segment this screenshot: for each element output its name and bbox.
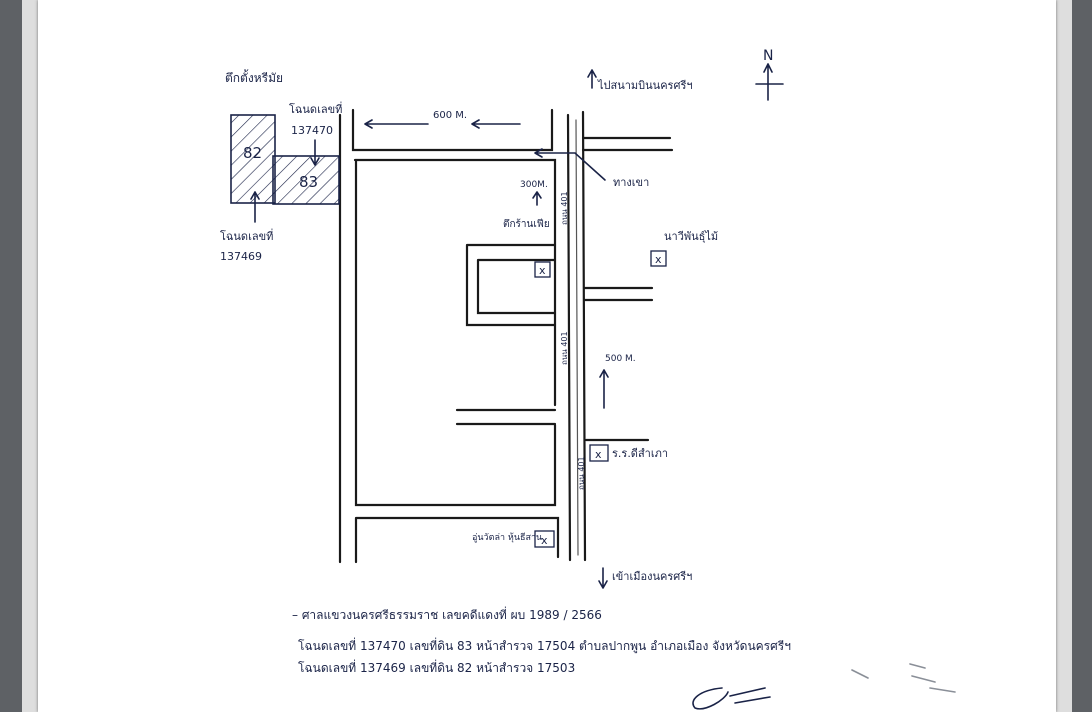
label-temple: ตึกตั้งหรีมัย (225, 69, 283, 85)
scanned-page (38, 0, 1056, 712)
label-to-nakhon-top: ไปสนามบินนครศรีฯ (597, 79, 693, 92)
label-deed-469-title: โฉนดเลขที่ (220, 228, 273, 243)
signature-mark (692, 687, 771, 710)
svg-text:x: x (655, 253, 662, 266)
road-label-mid: ถนน 401 (560, 331, 569, 365)
svg-text:x: x (541, 534, 548, 547)
marker-nursery: x (650, 250, 667, 267)
arrow-distance-right (471, 119, 521, 129)
svg-text:x: x (595, 448, 602, 461)
page-edge-right (1056, 0, 1072, 712)
arrow-deed-469 (250, 191, 260, 223)
corner-scribble (851, 663, 956, 693)
plot-83-shape (272, 155, 340, 205)
north-label: N (763, 48, 773, 64)
marker-plant-shop: x (534, 261, 551, 278)
distance-mid-top: 300M. (520, 180, 548, 190)
arrow-khao-khiew (534, 148, 606, 181)
arrow-500m (599, 369, 609, 409)
inner-block-inner (476, 258, 557, 315)
road-east-mid (583, 286, 654, 302)
plot-82-shape (230, 114, 276, 204)
arrow-to-nakhon-top (587, 69, 597, 89)
distance-top: 600 M. (433, 110, 467, 121)
label-deed-470-number: 137470 (291, 124, 333, 137)
note-line-3: โฉนดเลขที่ 137469 เลขที่ดิน 82 หน้าสำรวจ… (298, 659, 575, 675)
block-main-outline (353, 158, 557, 507)
arrow-deed-470 (310, 139, 320, 166)
label-deed-469-number: 137469 (220, 250, 262, 263)
label-bottom-left: อู่นวัตล่า หุ้นธีสาน (472, 532, 542, 543)
highway-centerline (575, 119, 579, 556)
label-nursery: นาวีพันธุ์ไม้ (664, 230, 718, 243)
plot-82-label: 82 (243, 144, 262, 162)
block-bottom (354, 516, 560, 564)
note-line-2: โฉนดเลขที่ 137470 เลขที่ดิน 83 หน้าสำรวจ… (298, 637, 791, 654)
arrow-300m (532, 191, 542, 206)
arrow-distance-left (364, 119, 429, 129)
label-khao-khiew: ทางเขา (613, 176, 649, 189)
road-label-top: ถนน 401 (560, 191, 569, 225)
road-label-bottom: ถนน 401 (577, 456, 586, 490)
plot-83-label: 83 (299, 173, 318, 191)
label-to-city-bottom: เข้าเมืองนครศรีฯ (612, 570, 692, 583)
north-compass-icon: N (755, 48, 784, 101)
label-deed-470-title: โฉนดเลขที่ (289, 101, 342, 116)
road-highway-east (581, 110, 587, 562)
page-edge-left (22, 0, 38, 712)
distance-mid: 500 M. (605, 354, 636, 364)
road-highway-west (566, 113, 572, 562)
road-east-top (581, 136, 674, 152)
inner-block-outer (465, 243, 557, 327)
marker-bottom-left: x (534, 530, 555, 548)
road-north-edge (351, 108, 554, 152)
note-line-1: – ศาลแขวงนครศรีธรรมราช เลขคดีแดงที่ ผบ 1… (292, 606, 602, 622)
side-road-mid (455, 408, 557, 426)
label-school-right: ร.ร.ดีสำเภา (612, 447, 668, 460)
arrow-to-city-bottom (598, 567, 608, 589)
marker-school: x (589, 444, 609, 462)
svg-text:x: x (539, 264, 546, 277)
label-plant-shop: ตึกร้านเฟีย (503, 218, 550, 230)
